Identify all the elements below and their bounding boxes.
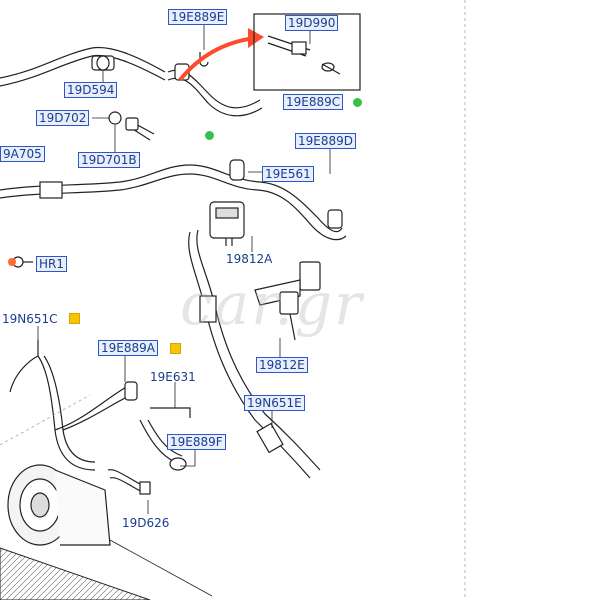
label-19e889c[interactable]: 19E889C <box>283 94 344 110</box>
label-19e889e[interactable]: 19E889E <box>168 9 228 25</box>
label-19d701b[interactable]: 19D701B <box>78 152 140 168</box>
label-19n651e[interactable]: 19N651E <box>244 395 305 411</box>
upper-pipe <box>0 46 166 87</box>
yellow-square-icon <box>170 343 181 354</box>
hose-19n651e <box>188 229 321 479</box>
label-19e561[interactable]: 19E561 <box>262 166 314 182</box>
bracket-19e631 <box>139 407 191 471</box>
label-19812a: 19812A <box>226 252 273 266</box>
label-19e889f[interactable]: 19E889F <box>167 434 226 450</box>
label-hr1[interactable]: HR1 <box>36 256 67 272</box>
label-19n651c: 19N651C <box>2 312 58 326</box>
detail-box-19d990 <box>253 13 361 91</box>
orange-dot-icon <box>8 258 16 266</box>
dashed-guides <box>0 0 466 600</box>
label-9a705[interactable]: 9A705 <box>0 146 45 162</box>
label-19d702[interactable]: 19D702 <box>36 110 90 126</box>
green-dot-icon <box>205 131 214 140</box>
fitting-19d594 <box>91 55 115 71</box>
label-19d990[interactable]: 19D990 <box>285 15 339 31</box>
label-19e889a[interactable]: 19E889A <box>98 340 158 356</box>
bracket-19812e <box>254 261 321 341</box>
yellow-square-icon <box>69 313 80 324</box>
fitting-19d626 <box>107 469 151 495</box>
label-19812e[interactable]: 19812E <box>256 357 308 373</box>
label-19d626: 19D626 <box>122 516 170 530</box>
label-19e889d[interactable]: 19E889D <box>295 133 356 149</box>
switch-19812a <box>209 201 245 246</box>
hose-19n651c <box>9 340 138 471</box>
condenser-grille <box>0 547 151 600</box>
fitting-hr1 <box>12 256 33 268</box>
part-19d702 <box>108 111 155 141</box>
green-dot-icon <box>353 98 362 107</box>
compressor <box>7 464 111 546</box>
main-pipe-9a705 <box>0 159 347 241</box>
pipe-to-19d990 <box>167 63 263 117</box>
label-19d594[interactable]: 19D594 <box>64 82 118 98</box>
label-19e631: 19E631 <box>150 370 196 384</box>
red-arrow-icon <box>178 28 264 82</box>
watermark: car.gr <box>180 270 364 338</box>
